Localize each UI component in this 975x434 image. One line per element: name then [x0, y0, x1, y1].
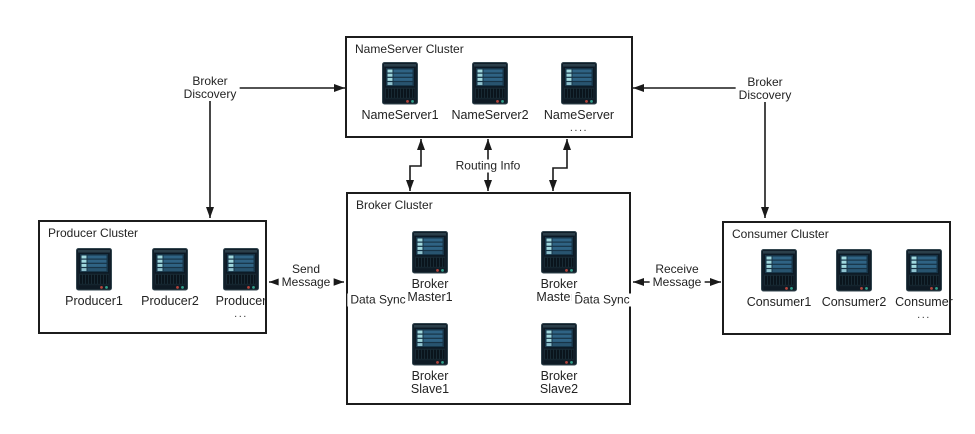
edge-broker-discovery-right [633, 84, 769, 218]
node-producer1: Producer1 [44, 248, 144, 308]
cluster-broker-title: Broker Cluster [356, 198, 433, 212]
node-label: Consumer1 [746, 295, 812, 309]
server-icon [412, 231, 448, 275]
node-label: Producer2 [141, 294, 199, 308]
node-label: Consumer [895, 295, 953, 309]
server-icon [76, 248, 112, 292]
cluster-consumer-title: Consumer Cluster [732, 227, 829, 241]
server-icon [412, 323, 448, 367]
node-label: Producer [215, 294, 267, 308]
server-icon [472, 62, 508, 106]
node-producer2: Producer2 [120, 248, 220, 308]
server-icon [761, 249, 797, 293]
node-nameserver2: NameServer2 [440, 62, 540, 122]
cluster-nameserver: NameServer Cluster NameServer1 NameServe… [345, 36, 633, 138]
server-icon [561, 62, 597, 106]
cluster-nameserver-title: NameServer Cluster [355, 42, 464, 56]
edge-label-routing-info: Routing Info [452, 159, 524, 173]
node-label: Consumer2 [821, 295, 887, 309]
server-icon [223, 248, 259, 292]
edge-label-data-sync-right: Data Sync [571, 293, 633, 307]
node-producer-more: Producer ... [191, 248, 291, 320]
node-label: NameServer2 [451, 108, 529, 122]
node-label: NameServer1 [361, 108, 439, 122]
cluster-producer-title: Producer Cluster [48, 226, 139, 240]
cluster-consumer: Consumer Cluster Consumer1 Consumer2 Con… [722, 221, 953, 335]
node-consumer1: Consumer1 [729, 249, 829, 309]
ellipsis: ... [234, 308, 248, 320]
node-nameserver1: NameServer1 [350, 62, 450, 122]
cluster-producer: Producer Cluster Producer1 Producer2 Pro… [38, 220, 267, 334]
server-icon [541, 231, 577, 275]
edge-routing-left [406, 139, 425, 191]
server-icon [906, 249, 942, 293]
edge-label-data-sync-left: Data Sync [347, 293, 409, 307]
node-label: NameServer [543, 108, 615, 122]
ellipsis: ... [917, 309, 931, 321]
node-consumer2: Consumer2 [804, 249, 904, 309]
node-nameserver-more: NameServer .... [529, 62, 629, 134]
server-icon [541, 323, 577, 367]
ellipsis: .... [569, 122, 589, 134]
server-icon [836, 249, 872, 293]
server-icon [382, 62, 418, 106]
node-label: Producer1 [65, 294, 123, 308]
edge-broker-discovery-left [206, 84, 345, 218]
server-icon [152, 248, 188, 292]
node-consumer-more: Consumer ... [874, 249, 974, 321]
edge-routing-right [549, 139, 571, 191]
